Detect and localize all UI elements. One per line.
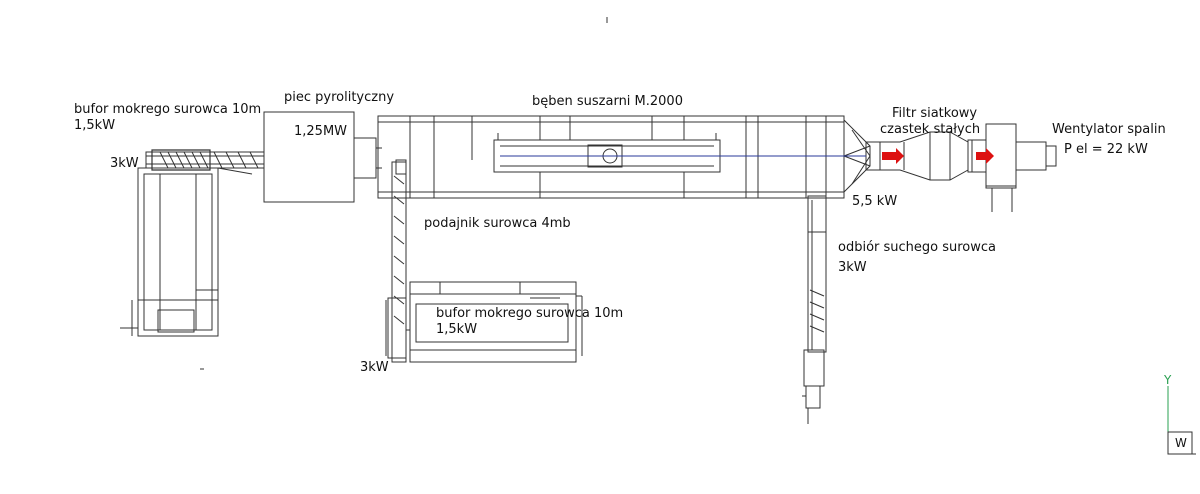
screw-conveyor-top	[146, 150, 264, 174]
dry-outlet-power: 3kW	[838, 260, 867, 275]
buffer-top-name: bufor mokrego surowca 10m	[74, 102, 262, 117]
exhaust-fan	[986, 124, 1056, 212]
fan-power: P el = 22 kW	[1064, 142, 1148, 157]
vertical-feeder	[386, 160, 410, 362]
axis-w-label: W	[1175, 436, 1187, 450]
drum-name: bęben suszarni M.2000	[532, 94, 683, 109]
mesh-filter	[880, 132, 986, 180]
wet-buffer-bottom	[410, 282, 582, 362]
buffer-bottom-name: bufor mokrego surowca 10m	[436, 306, 624, 321]
buffer-bottom-power: 1,5kW	[436, 322, 478, 337]
dryer-drum	[378, 116, 880, 198]
feeder-motor-power: 3kW	[360, 360, 389, 375]
filter-name-line2: czastek stałych	[880, 122, 981, 137]
drum-motor-power: 5,5 kW	[852, 194, 898, 209]
wet-buffer-left	[120, 168, 218, 336]
fan-name: Wentylator spalin	[1052, 122, 1166, 137]
dry-outlet-name: odbiór suchego surowca	[838, 240, 997, 255]
dry-outlet-conveyor	[802, 196, 826, 424]
buffer-top-motor: 3kW	[110, 156, 139, 171]
buffer-top-power: 1,5kW	[74, 118, 116, 133]
filter-name-line1: Filtr siatkowy	[892, 106, 978, 121]
feeder-name: podajnik surowca 4mb	[424, 216, 571, 231]
axis-y-label: Y	[1164, 373, 1172, 387]
flow-arrow-to-fan	[976, 148, 994, 164]
furnace-power: 1,25MW	[294, 124, 348, 139]
pyrolysis-furnace	[264, 112, 382, 202]
ucs-axis-icon	[1168, 386, 1196, 454]
flow-arrow-to-filter	[882, 148, 904, 164]
furnace-name: piec pyrolityczny	[284, 90, 395, 105]
